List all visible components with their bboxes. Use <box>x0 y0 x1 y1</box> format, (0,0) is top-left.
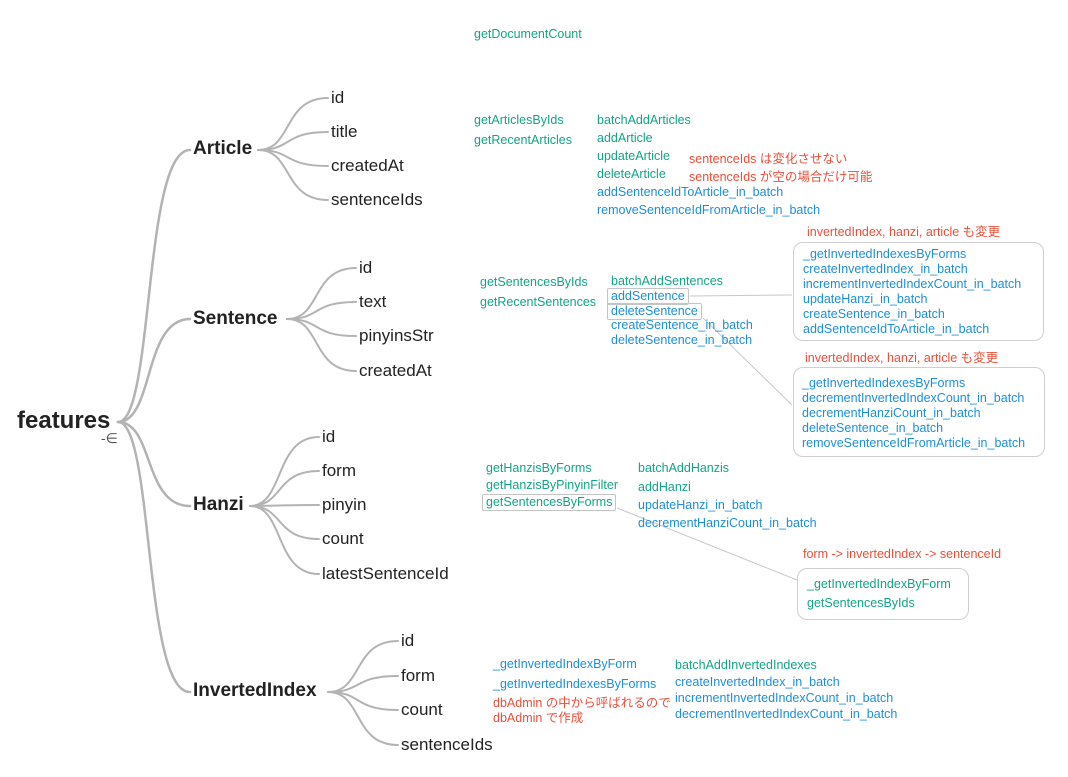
sentence-field[interactable]: id <box>359 258 373 277</box>
add-sentence-step[interactable]: createInvertedIndex_in_batch <box>803 262 968 276</box>
delete-sentence-card[interactable]: _getInvertedIndexesByForms decrementInve… <box>793 367 1045 457</box>
add-sentence-step[interactable]: incrementInvertedIndexCount_in_batch <box>803 277 1022 291</box>
add-sentence-card-link <box>689 294 793 297</box>
root-node[interactable]: features <box>17 407 111 434</box>
hanzi-query[interactable]: getHanzisByPinyinFilter <box>486 478 618 492</box>
forms-lookup-note: form -> invertedIndex -> sentenceId <box>803 547 1002 561</box>
field-connector <box>249 436 320 507</box>
sentence-mutation-delete-sentence[interactable]: deleteSentence <box>607 303 702 320</box>
add-sentence-step[interactable]: _getInvertedIndexesByForms <box>803 247 967 261</box>
hanzi-field[interactable]: id <box>322 427 336 446</box>
invertedindex-note: dbAdmin で作成 <box>493 711 584 725</box>
add-sentence-step[interactable]: createSentence_in_batch <box>803 307 945 321</box>
forms-lookup-step[interactable]: _getInvertedIndexByForm <box>807 577 951 591</box>
invertedindex-mutation[interactable]: decrementInvertedIndexCount_in_batch <box>675 707 898 721</box>
article-note: sentenceIds が空の場合だけ可能 <box>689 170 873 184</box>
invertedindex-field[interactable]: count <box>401 700 443 719</box>
add-sentence-step[interactable]: addSentenceIdToArticle_in_batch <box>803 322 990 336</box>
article-field[interactable]: title <box>331 122 358 141</box>
root-connector <box>116 148 192 424</box>
article-note: sentenceIds は変化させない <box>689 152 848 166</box>
field-connector <box>327 691 399 746</box>
add-sentence-step[interactable]: updateHanzi_in_batch <box>803 292 928 306</box>
hanzi-field[interactable]: form <box>322 461 356 480</box>
hanzi-mutation[interactable]: updateHanzi_in_batch <box>638 498 763 512</box>
invertedindex-note: dbAdmin の中から呼ばれるので <box>493 696 671 710</box>
hanzi-mutation[interactable]: addHanzi <box>638 480 691 494</box>
branch-hanzi[interactable]: Hanzi <box>193 494 244 515</box>
hanzi-field[interactable]: latestSentenceId <box>322 564 449 583</box>
sentence-query[interactable]: getRecentSentences <box>480 295 597 309</box>
invertedindex-query[interactable]: _getInvertedIndexesByForms <box>493 677 657 691</box>
root-connector <box>116 317 192 424</box>
sentence-mutation[interactable]: deleteSentence_in_batch <box>611 333 753 347</box>
delete-sentence-step[interactable]: removeSentenceIdFromArticle_in_batch <box>802 436 1026 450</box>
forms-lookup-step[interactable]: getSentencesByIds <box>807 596 915 610</box>
forms-lookup-card[interactable]: _getInvertedIndexByForm getSentencesById… <box>797 568 969 620</box>
invertedindex-mutation[interactable]: createInvertedIndex_in_batch <box>675 675 840 689</box>
field-connector <box>286 318 357 372</box>
article-query[interactable]: getRecentArticles <box>474 133 572 147</box>
sentence-field[interactable]: pinyinsStr <box>359 326 434 345</box>
sentence-field[interactable]: createdAt <box>359 361 432 380</box>
hanzi-mutation[interactable]: decrementHanziCount_in_batch <box>638 516 817 530</box>
branch-article[interactable]: Article <box>193 138 253 159</box>
hanzi-field[interactable]: count <box>322 529 364 548</box>
delete-sentence-card-link <box>702 317 793 406</box>
hanzi-field[interactable]: pinyin <box>322 495 367 514</box>
field-connector <box>249 505 320 575</box>
article-query[interactable]: getArticlesByIds <box>474 113 564 127</box>
add-sentence-card[interactable]: _getInvertedIndexesByForms createInverte… <box>793 242 1044 341</box>
root-connector <box>116 420 192 508</box>
field-connector <box>327 640 399 693</box>
forms-lookup-card-link <box>616 507 798 581</box>
delete-sentence-step[interactable]: decrementInvertedIndexCount_in_batch <box>802 391 1025 405</box>
article-field[interactable]: createdAt <box>331 156 404 175</box>
invertedindex-field[interactable]: id <box>401 631 415 650</box>
field-connector <box>257 97 329 151</box>
sentence-mutation[interactable]: batchAddSentences <box>611 274 723 288</box>
article-field[interactable]: sentenceIds <box>331 190 423 209</box>
article-mutation[interactable]: addArticle <box>597 131 653 145</box>
field-connector <box>257 131 329 151</box>
delete-sentence-step[interactable]: decrementHanziCount_in_batch <box>802 406 981 420</box>
delete-sentence-note: invertedIndex, hanzi, article も変更 <box>805 351 999 365</box>
article-mutation[interactable]: removeSentenceIdFromArticle_in_batch <box>597 203 821 217</box>
hanzi-query[interactable]: getHanzisByForms <box>486 461 592 475</box>
delete-sentence-step[interactable]: deleteSentence_in_batch <box>802 421 944 435</box>
branch-invertedindex[interactable]: InvertedIndex <box>193 680 317 701</box>
hanzi-query-get-sentences-by-forms[interactable]: getSentencesByForms <box>482 494 617 511</box>
field-connector <box>286 267 357 320</box>
collapse-icon[interactable]: -∈ <box>101 430 118 446</box>
invertedindex-mutation[interactable]: batchAddInvertedIndexes <box>675 658 817 672</box>
field-connector <box>249 504 320 507</box>
invertedindex-mutation[interactable]: incrementInvertedIndexCount_in_batch <box>675 691 894 705</box>
field-connector <box>249 470 320 507</box>
article-mutation[interactable]: addSentenceIdToArticle_in_batch <box>597 185 784 199</box>
article-mutation[interactable]: batchAddArticles <box>597 113 691 127</box>
field-connector <box>249 505 320 540</box>
article-mutation[interactable]: deleteArticle <box>597 167 666 181</box>
article-field[interactable]: id <box>331 88 345 107</box>
invertedindex-query[interactable]: _getInvertedIndexByForm <box>493 657 637 671</box>
branch-sentence[interactable]: Sentence <box>193 308 278 329</box>
floating-node-getdocumentcount[interactable]: getDocumentCount <box>474 27 582 41</box>
hanzi-mutation[interactable]: batchAddHanzis <box>638 461 730 475</box>
article-mutation[interactable]: updateArticle <box>597 149 670 163</box>
add-sentence-note: invertedIndex, hanzi, article も変更 <box>807 225 1001 239</box>
field-connector <box>257 149 329 201</box>
invertedindex-field[interactable]: sentenceIds <box>401 735 493 754</box>
sentence-field[interactable]: text <box>359 292 387 311</box>
sentence-mutation[interactable]: createSentence_in_batch <box>611 318 753 332</box>
sentence-mutation-add-sentence[interactable]: addSentence <box>607 288 689 305</box>
root-connector <box>116 420 192 694</box>
delete-sentence-step[interactable]: _getInvertedIndexesByForms <box>802 376 966 390</box>
invertedindex-field[interactable]: form <box>401 666 435 685</box>
sentence-query[interactable]: getSentencesByIds <box>480 275 588 289</box>
